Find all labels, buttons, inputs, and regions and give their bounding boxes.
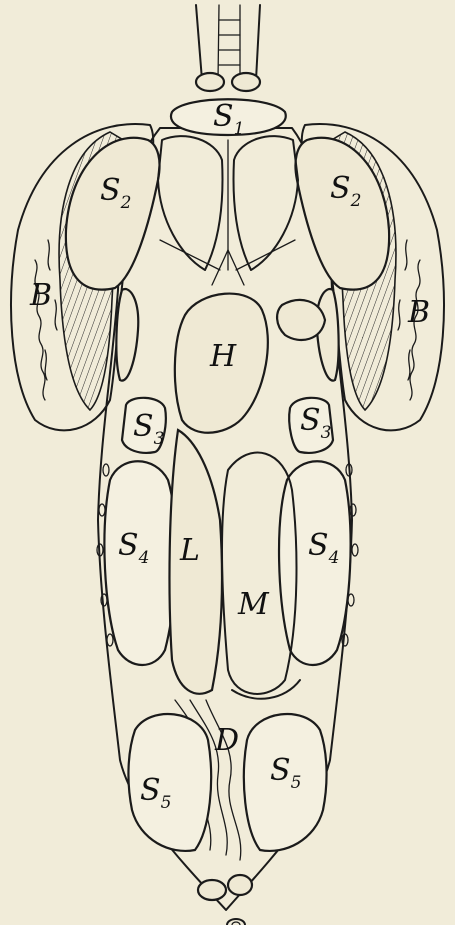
label-m: M [237,587,270,622]
neck-glands [196,73,260,91]
vent [227,919,245,925]
label-b-right: B [407,295,430,330]
label-l: L [179,533,200,568]
wing-right [295,124,443,430]
label-d: D [214,723,239,758]
pectoral-muscles [158,136,298,285]
trachea [196,5,260,80]
air-sac-s4-right [279,461,351,665]
label-b-left: B [29,278,52,313]
label-h: H [209,339,237,374]
